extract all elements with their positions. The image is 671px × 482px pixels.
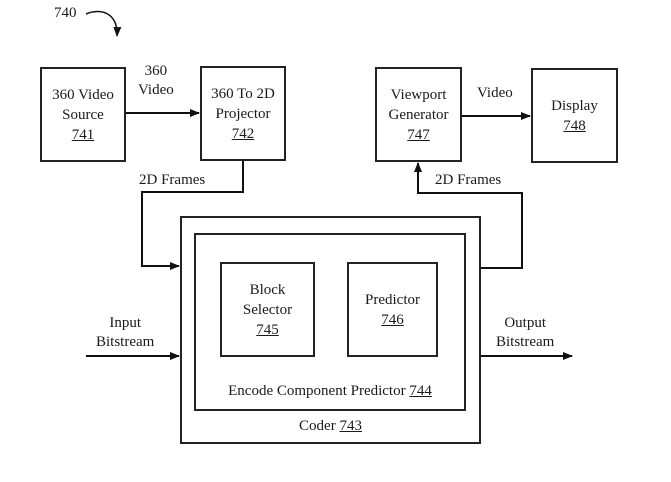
edge-label-video: Video (477, 85, 513, 101)
edge-label-2d-frames-in: 2D Frames (139, 172, 206, 188)
node-label: Block (249, 282, 286, 298)
edge-label-360-video: 360 Video (138, 62, 174, 100)
node-label: 360 Video (52, 86, 114, 103)
node-label: Generator (388, 106, 449, 123)
node-ref: 741 (71, 126, 95, 143)
edge-label-line: Bitstream (496, 334, 555, 350)
edge-2d-frames-in (141, 160, 244, 270)
node-ref: 745 (256, 322, 279, 338)
edge-label-line: Bitstream (96, 334, 155, 350)
ecp-label: Encode Component Predictor (228, 383, 406, 399)
node-label: Encode Component Predictor 744 (228, 381, 432, 401)
figure-ref-label: 740 (54, 5, 77, 21)
node-label: 360 To 2D (211, 85, 275, 102)
edge-label-output-bitstream: Output Bitstream (496, 314, 554, 352)
edge-label-input-bitstream: Input Bitstream (96, 314, 154, 352)
node-ref: 746 (381, 312, 404, 328)
node-label: Predictor (365, 292, 420, 308)
node-label: Source (62, 106, 104, 123)
edge-2d-frames-out (414, 162, 523, 269)
node-ref: 747 (407, 126, 430, 143)
edge-label-line: 360 (144, 63, 168, 79)
coder-label: Coder (299, 418, 336, 434)
node-encode-component-predictor: Encode Component Predictor 744 (194, 233, 466, 411)
node-viewport-generator: Viewport Generator 747 (375, 67, 462, 162)
node-coder: Coder 743 (180, 216, 481, 444)
node-label: Coder 743 (299, 416, 362, 436)
node-ref: 743 (339, 418, 362, 434)
node-360-to-2d-projector: 360 To 2D Projector 742 (200, 66, 286, 161)
node-label: Display (551, 97, 598, 114)
edge-label-line: Video (138, 82, 174, 98)
figure-ref-arrow (85, 10, 122, 37)
node-ref: 742 (231, 125, 255, 142)
node-label: Projector (215, 105, 271, 122)
node-ref: 744 (409, 383, 432, 399)
edge-label-line: Input (109, 315, 141, 331)
node-label: Selector (242, 302, 293, 318)
node-ref: 748 (563, 117, 586, 134)
node-display: Display 748 (531, 68, 618, 163)
edge-label-line: Output (504, 315, 546, 331)
node-360-video-source: 360 Video Source 741 (40, 67, 126, 162)
node-predictor: Predictor 746 (347, 262, 438, 357)
node-block-selector: Block Selector 745 (220, 262, 315, 357)
edge-label-2d-frames-out: 2D Frames (435, 172, 502, 188)
node-label: Viewport (390, 86, 447, 103)
